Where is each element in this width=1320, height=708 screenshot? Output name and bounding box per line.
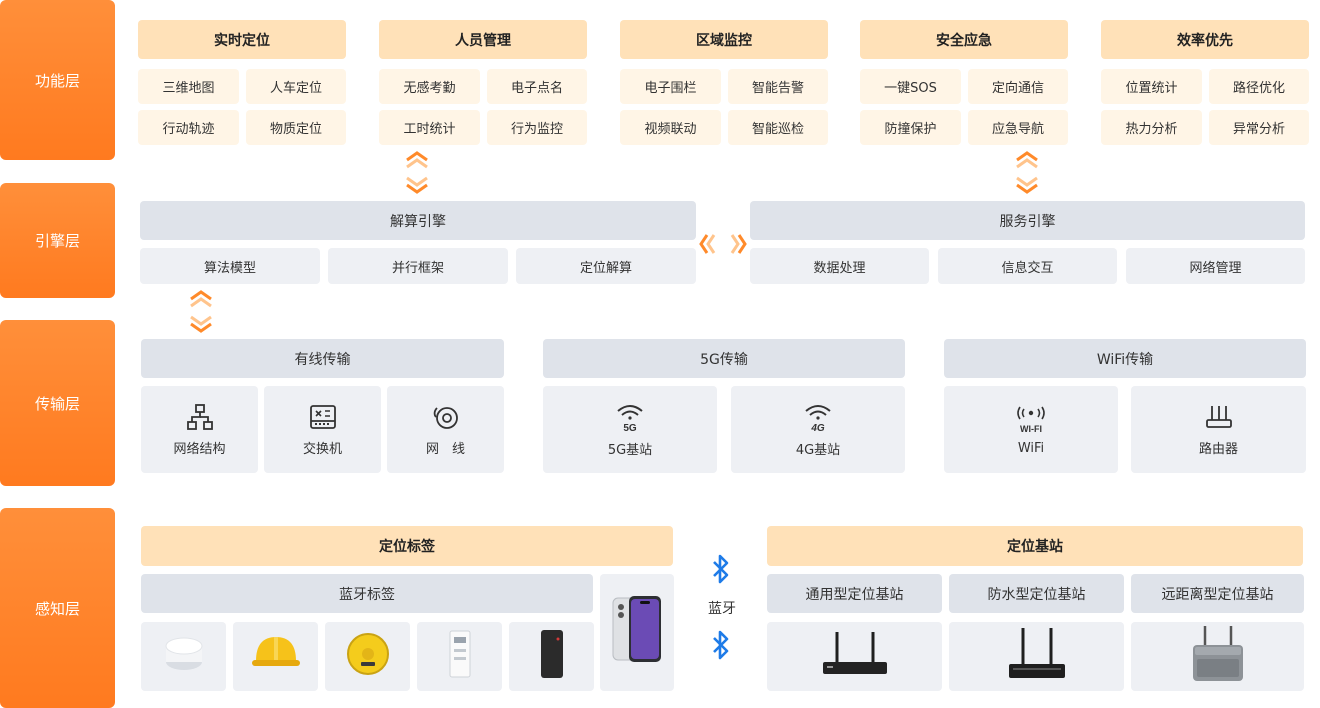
bluetooth-icon [713,630,729,660]
station-image [1131,622,1304,691]
function-item: 异常分析 [1209,110,1309,145]
transport-item: 4G 4G基站 [731,386,905,473]
transport-item-label: 网 线 [425,442,465,457]
function-item: 智能告警 [728,69,828,104]
layer-transport-label: 传输层 [34,394,80,413]
transport-item: 5G 5G基站 [543,386,717,473]
safety-helmet-icon [251,636,300,666]
up-down-chevrons-icon [406,151,428,194]
tag-image [509,622,594,691]
transport-title: 5G传输 [543,339,905,378]
function-item: 工时统计 [379,110,480,145]
tag-image [417,622,502,691]
function-item: 无感考勤 [379,69,480,104]
tags-title: 定位标签 [141,526,673,566]
station-title: 远距离型定位基站 [1131,574,1304,613]
layer-perception: 感知层 [0,508,115,708]
yellow-disc-tag-icon [346,632,389,675]
svg-text:WI-FI: WI-FI [1020,424,1042,434]
engine-item: 算法模型 [140,248,320,284]
din-rail-tag-icon [449,630,470,677]
layer-engine-label: 引擎层 [34,232,80,250]
router-icon [1205,406,1232,428]
bluetooth-icon [713,554,729,584]
station-image [767,622,942,691]
function-item: 视频联动 [620,110,721,145]
function-item: 物质定位 [246,110,346,145]
station-image [949,622,1124,691]
round-beacon-tag-icon [165,637,202,670]
function-group-title: 人员管理 [379,20,587,59]
function-item: 位置统计 [1101,69,1202,104]
transport-item: 路由器 [1131,386,1306,473]
5g-signal-icon: 5G [617,405,643,433]
stations-title: 定位基站 [767,526,1303,566]
bluetooth-tags-title: 蓝牙标签 [141,574,593,613]
engine-item: 信息交互 [938,248,1117,284]
svg-text:5G: 5G [623,423,637,433]
layer-transport: 传输层 [0,320,115,486]
tag-image [325,622,410,691]
waterproof-station-icon [1008,627,1065,678]
function-item: 人车定位 [246,69,346,104]
network-structure-icon [186,404,213,430]
layer-function: 功能层 [0,0,115,160]
engine-item: 并行框架 [328,248,508,284]
transport-item-label: 路由器 [1198,442,1238,457]
function-item: 行动轨迹 [138,110,239,145]
switch-icon [309,405,336,429]
function-item: 电子围栏 [620,69,721,104]
function-group-title: 区域监控 [620,20,828,59]
function-item: 电子点名 [487,69,587,104]
transport-title: 有线传输 [141,339,504,378]
transport-item: WI-FI WiFi [944,386,1118,473]
engine-title: 服务引擎 [750,201,1305,240]
left-right-chevrons-icon [699,234,747,254]
up-down-chevrons-icon [1016,151,1038,194]
function-group-title: 实时定位 [138,20,346,59]
engine-title: 解算引擎 [140,201,696,240]
function-item: 应急导航 [968,110,1068,145]
layer-function-label: 功能层 [34,71,80,90]
function-group-title: 效率优先 [1101,20,1309,59]
function-item: 智能巡检 [728,110,828,145]
transport-item: 网 线 [387,386,504,473]
transport-title: WiFi传输 [944,339,1306,378]
cable-icon [433,407,458,429]
engine-item: 定位解算 [516,248,696,284]
function-item: 热力分析 [1101,110,1202,145]
engine-item: 数据处理 [750,248,929,284]
bluetooth-label: 蓝牙 [708,601,736,617]
station-title: 防水型定位基站 [949,574,1124,613]
black-card-tag-icon [540,629,563,678]
transport-item-label: 5G基站 [607,443,653,458]
transport-item-label: WiFi [1017,441,1045,456]
smartphone-icon [612,595,661,662]
4g-signal-icon: 4G [805,405,831,433]
svg-text:4G: 4G [810,423,825,433]
transport-item-label: 4G基站 [795,443,841,458]
engine-item: 网络管理 [1126,248,1305,284]
up-down-chevrons-icon [190,290,212,333]
tag-image [141,622,226,691]
wifi-icon: WI-FI [1017,406,1045,434]
transport-item: 交换机 [264,386,381,473]
long-range-station-icon [1192,625,1243,681]
transport-item-label: 交换机 [302,442,342,457]
tag-image [233,622,318,691]
router-station-icon [822,631,887,674]
function-item: 三维地图 [138,69,239,104]
phone-tag [600,574,674,691]
function-item: 路径优化 [1209,69,1309,104]
function-item: 一键SOS [860,69,961,104]
function-item: 定向通信 [968,69,1068,104]
function-group-title: 安全应急 [860,20,1068,59]
layer-perception-label: 感知层 [34,599,80,618]
layer-engine: 引擎层 [0,183,115,298]
function-item: 行为监控 [487,110,587,145]
transport-item-label: 网络结构 [173,442,226,457]
function-item: 防撞保护 [860,110,961,145]
station-title: 通用型定位基站 [767,574,942,613]
transport-item: 网络结构 [141,386,258,473]
